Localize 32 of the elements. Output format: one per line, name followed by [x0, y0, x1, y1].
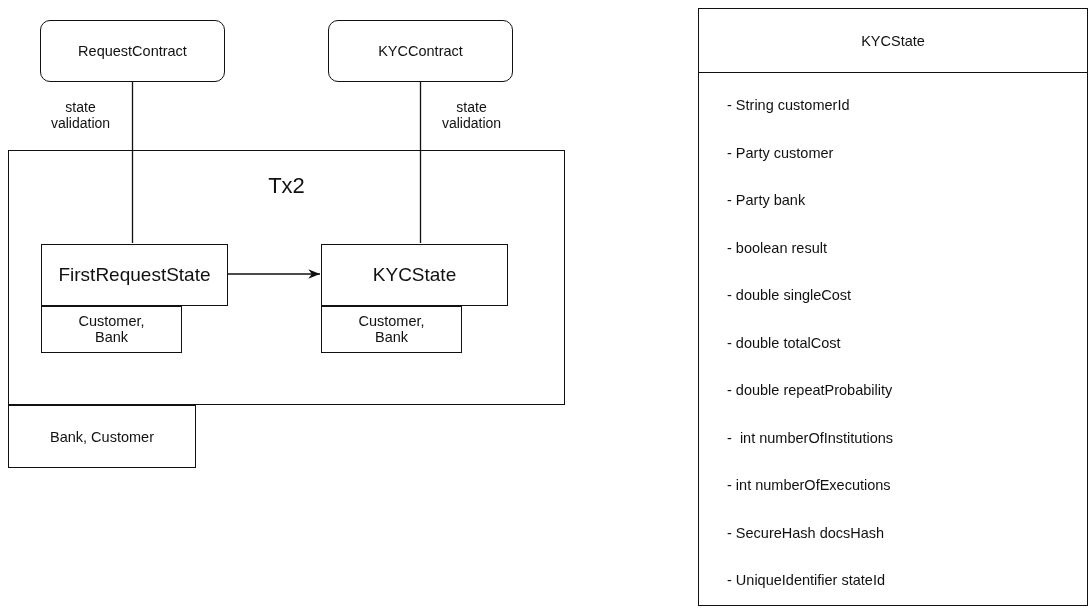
state-box	[321, 244, 508, 306]
field-text: - Party customer	[727, 144, 834, 161]
contract-box	[328, 20, 513, 82]
box-label: Bank, Customer	[50, 428, 154, 445]
participants-box	[41, 306, 182, 353]
box-label: KYCState	[372, 264, 457, 286]
field-text: - int numberOfExecutions	[727, 477, 891, 493]
box-label: RequestContract	[78, 42, 187, 60]
contract-box	[40, 20, 225, 82]
field-text: - double singleCost	[727, 287, 852, 303]
field-text: - SecureHash docsHash	[727, 524, 885, 541]
class-name: KYCState	[861, 33, 925, 49]
class-box	[698, 8, 1088, 606]
box-label: Customer, Bank	[357, 312, 426, 347]
field-text: - double repeatProbability	[727, 382, 893, 398]
arrow	[226, 269, 321, 279]
participants-box	[8, 405, 196, 468]
field-text: - String customerId	[727, 97, 850, 113]
field-text: - int numberOfInstitutions	[727, 429, 893, 446]
connector-line	[131, 81, 134, 244]
box-label: Customer, Bank	[77, 312, 146, 347]
field-text: - double totalCost	[727, 334, 841, 351]
box-label: FirstRequestState	[58, 264, 211, 286]
transaction-frame	[8, 150, 565, 405]
field-text: - boolean result	[727, 239, 827, 256]
state-box	[41, 244, 228, 306]
field-text: - Party bank	[727, 192, 806, 208]
frame-title: Tx2	[268, 173, 305, 199]
box-label: KYCContract	[378, 42, 463, 60]
connector-line	[419, 81, 422, 244]
participants-box	[321, 306, 462, 353]
field-text: - UniqueIdentifier stateId	[727, 572, 885, 588]
